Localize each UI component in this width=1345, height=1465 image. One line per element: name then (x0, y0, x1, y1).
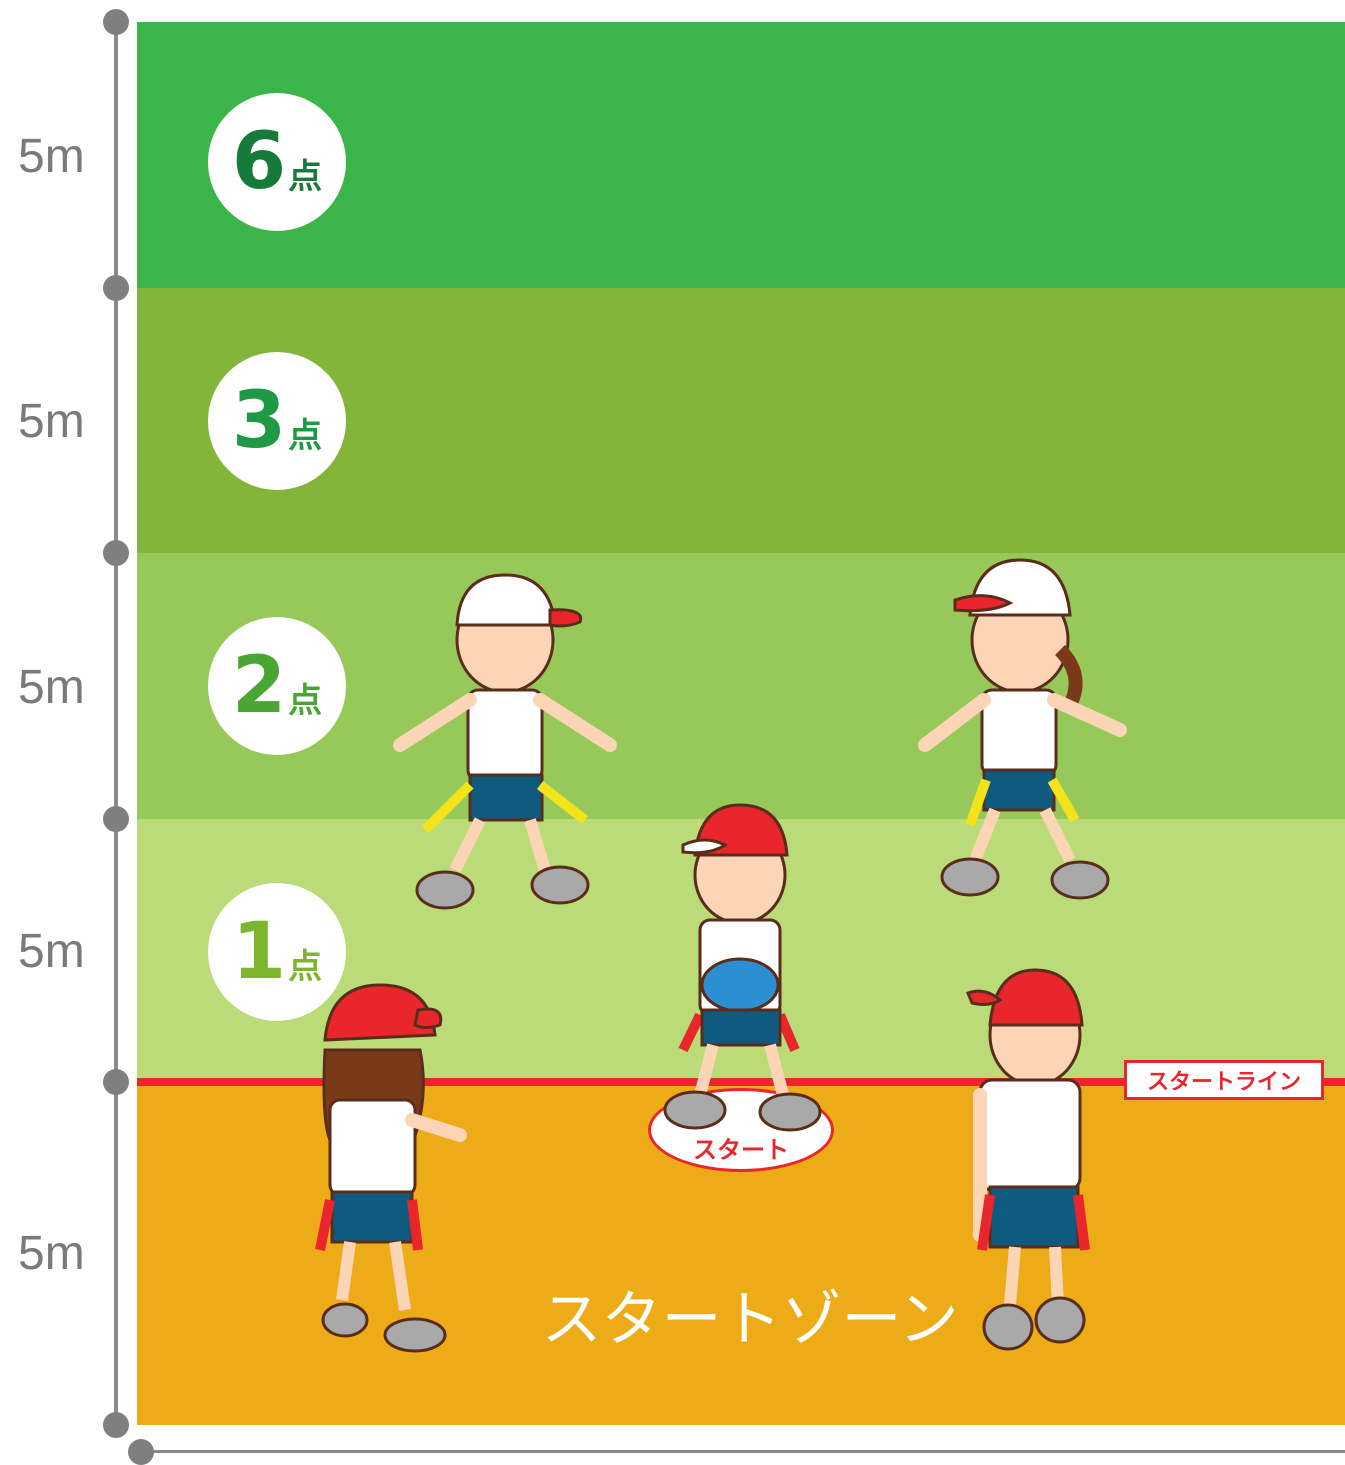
start-marker-label: スタート (693, 1136, 789, 1164)
points-unit: 点 (288, 681, 323, 721)
points-value: 1 (231, 907, 287, 997)
scale-dot (103, 806, 129, 832)
points-unit: 点 (288, 416, 323, 456)
distance-label: 5m (18, 661, 85, 714)
points-unit: 点 (288, 157, 323, 197)
scale-dot (103, 275, 129, 301)
scale-dot (103, 9, 129, 35)
teammate-girl-illustration (315, 983, 467, 1353)
defender-girl-illustration (918, 558, 1127, 900)
distance-label: 5m (18, 130, 85, 183)
start-line (137, 1078, 1345, 1086)
scale-dot (103, 1412, 129, 1438)
distance-scale-line (114, 22, 118, 1425)
scale-dot (128, 1439, 154, 1465)
distance-label: 5m (18, 395, 85, 448)
defender-boy-illustration (393, 573, 617, 910)
points-value: 3 (231, 376, 287, 466)
points-value: 6 (231, 117, 287, 207)
runner-with-ball-illustration (663, 803, 822, 1132)
scale-dot (103, 1069, 129, 1095)
distance-label: 5m (18, 1227, 85, 1280)
start-line-label: スタートライン (1124, 1060, 1324, 1100)
bottom-scale-line (140, 1450, 1345, 1453)
distance-label: 5m (18, 925, 85, 978)
points-unit: 点 (288, 947, 323, 987)
scale-dot (103, 540, 129, 566)
start-zone-label: スタートゾーン (541, 1285, 959, 1355)
points-value: 2 (231, 641, 287, 731)
teammate-boy-illustration (966, 968, 1090, 1351)
